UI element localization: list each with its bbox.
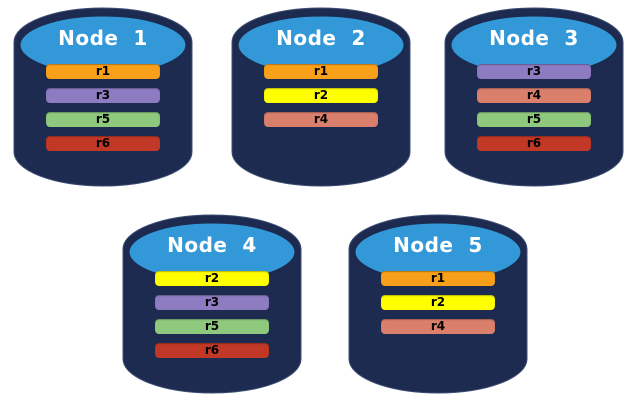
replica-bar-r2: r2	[381, 295, 495, 310]
db-node-4: Node 4 r2 r3 r5 r6	[121, 212, 303, 396]
replica-bar-r3: r3	[477, 64, 591, 79]
db-node-2: Node 2 r1 r2 r4	[230, 5, 412, 189]
replica-bar-r6: r6	[155, 343, 269, 358]
replica-bar-r5: r5	[46, 112, 160, 127]
replica-bar-r2: r2	[264, 88, 378, 103]
replica-bar-r3: r3	[46, 88, 160, 103]
node-label: Node 5	[393, 233, 483, 257]
replica-bar-r5: r5	[155, 319, 269, 334]
replica-bar-stack: r1 r2 r4	[230, 64, 412, 127]
replica-bar-r6: r6	[46, 136, 160, 151]
node-label: Node 2	[276, 26, 366, 50]
replica-bar-stack: r1 r3 r5 r6	[12, 64, 194, 151]
replica-bar-r3: r3	[155, 295, 269, 310]
replica-bar-stack: r3 r4 r5 r6	[443, 64, 625, 151]
replica-bar-r4: r4	[477, 88, 591, 103]
replica-bar-r1: r1	[264, 64, 378, 79]
replica-bar-r4: r4	[381, 319, 495, 334]
replica-bar-r5: r5	[477, 112, 591, 127]
replica-bar-r4: r4	[264, 112, 378, 127]
replica-bar-r1: r1	[46, 64, 160, 79]
db-node-5: Node 5 r1 r2 r4	[347, 212, 529, 396]
replica-bar-r1: r1	[381, 271, 495, 286]
node-label: Node 3	[489, 26, 579, 50]
replica-bar-stack: r2 r3 r5 r6	[121, 271, 303, 358]
replica-bar-stack: r1 r2 r4	[347, 271, 529, 334]
node-label: Node 1	[58, 26, 148, 50]
db-node-1: Node 1 r1 r3 r5 r6	[12, 5, 194, 189]
replica-bar-r2: r2	[155, 271, 269, 286]
db-node-3: Node 3 r3 r4 r5 r6	[443, 5, 625, 189]
replica-bar-r6: r6	[477, 136, 591, 151]
node-label: Node 4	[167, 233, 257, 257]
